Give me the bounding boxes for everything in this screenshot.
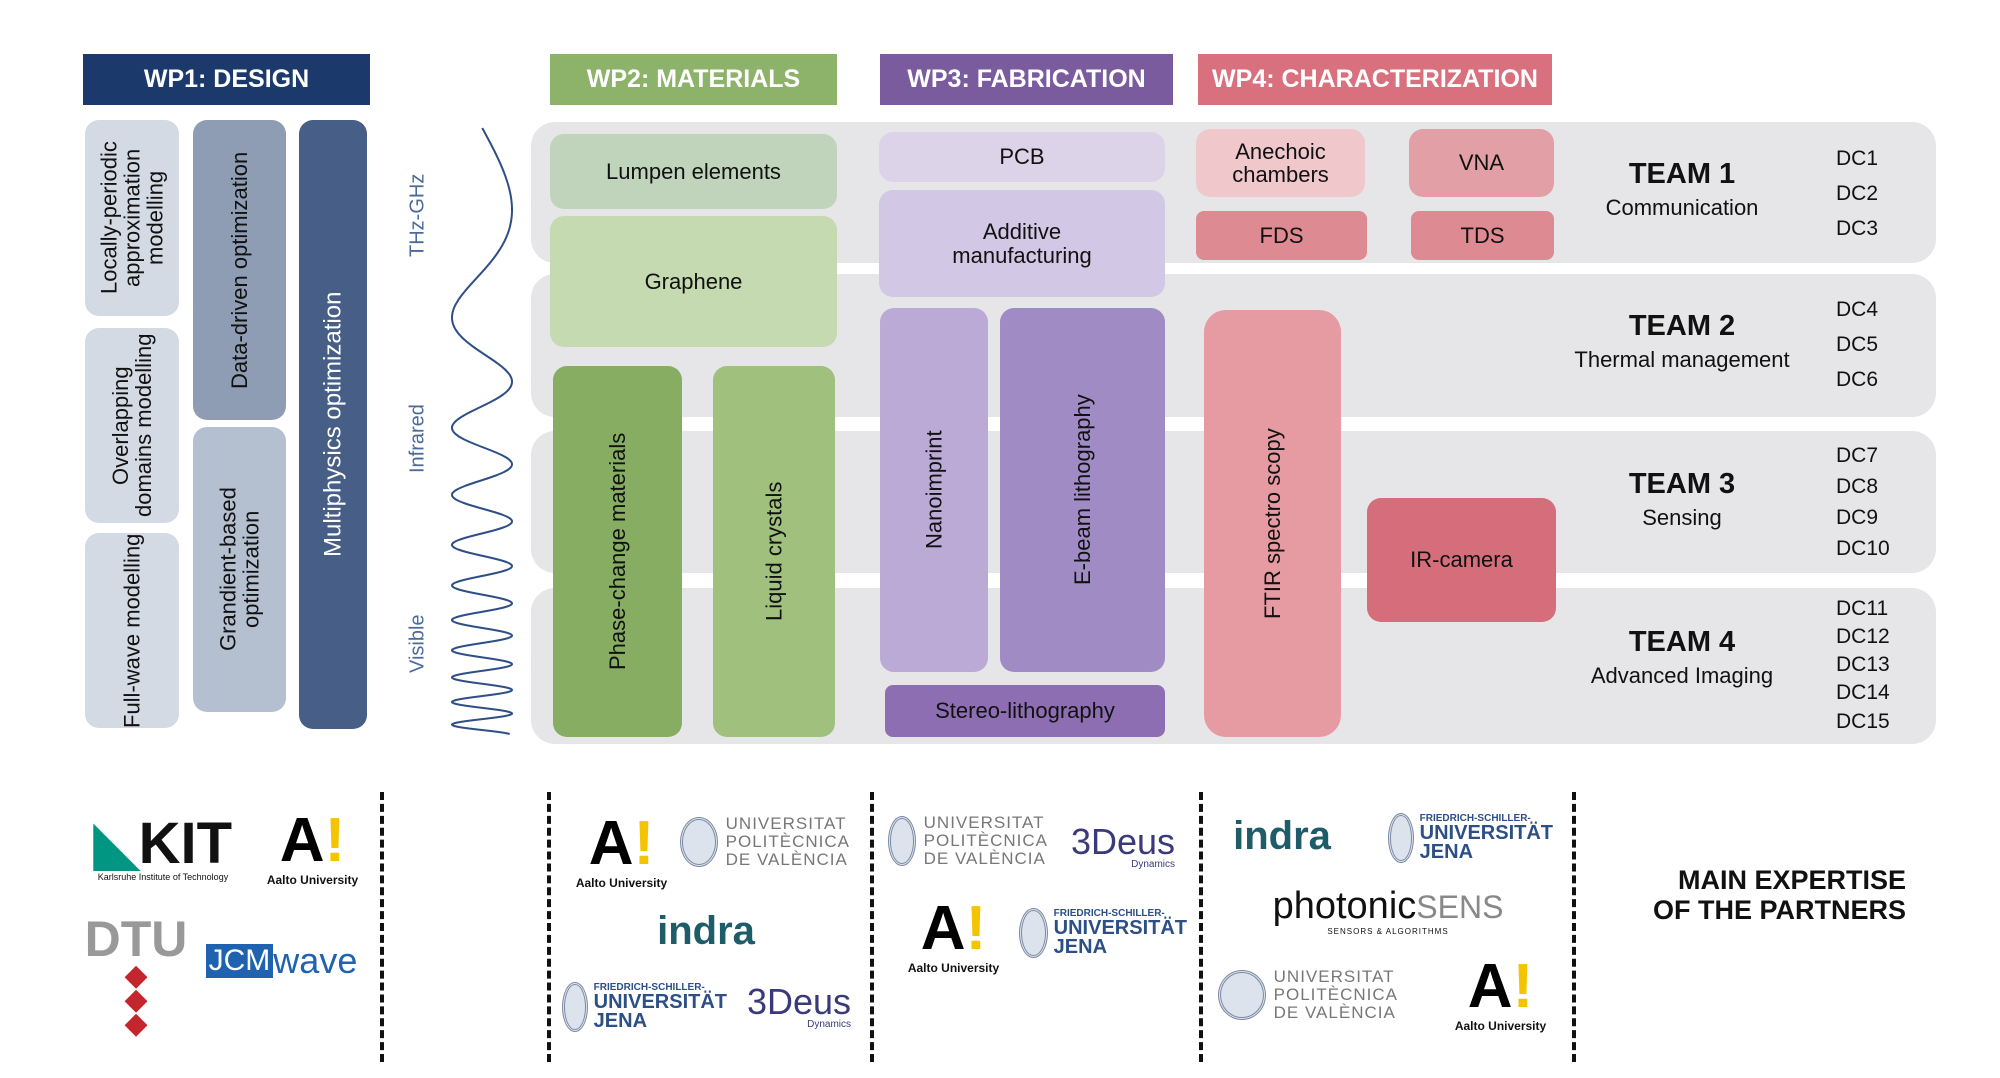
dc-label: DC3: [1836, 217, 1879, 240]
graphene-box: Graphene: [550, 216, 837, 347]
dc-label: DC1: [1836, 147, 1879, 170]
nanoimprint-box: Nanoimprint: [880, 308, 988, 672]
ir-camera-box: IR-camera: [1367, 498, 1556, 622]
dc-label: DC6: [1836, 368, 1879, 391]
wp2-header: WP2: MATERIALS: [550, 54, 837, 105]
visible-label: Visible: [406, 614, 429, 674]
dc-label: DC7: [1836, 444, 1879, 467]
divider: [1199, 792, 1203, 1062]
aalto-logo: A!Aalto University: [1454, 952, 1547, 1033]
indra-logo: indra: [657, 909, 755, 953]
dc-label: DC15: [1836, 710, 1890, 733]
infrared-label: Infrared: [406, 404, 429, 474]
dtu-logo: DTU ◆◆◆: [84, 911, 188, 1040]
multiphysics-box: Multiphysics optimization: [299, 120, 367, 729]
dc-label: DC8: [1836, 475, 1879, 498]
label: Multiphysics optimization: [319, 291, 347, 558]
divider: [1572, 792, 1576, 1062]
pcb-box: PCB: [879, 132, 1165, 182]
divider: [547, 792, 551, 1062]
kit-logo: ◣KIT Karlsruhe Institute of Technology: [93, 810, 233, 882]
wave-icon: [450, 127, 514, 735]
anechoic-box: Anechoic chambers: [1196, 129, 1365, 197]
ftir-box: FTIR spectro scopy: [1204, 310, 1341, 737]
wp3-header: WP3: FABRICATION: [880, 54, 1173, 105]
aalto-logo: A!Aalto University: [575, 809, 668, 890]
thz-label: THz-GHz: [406, 173, 429, 257]
additive-manufacturing-box: Additive manufacturing: [879, 190, 1165, 297]
divider: [380, 792, 384, 1062]
aalto-logo: A!Aalto University: [266, 806, 359, 887]
gradient-based-box: Grandient-based optimization: [193, 427, 286, 712]
dc-label: DC11: [1836, 597, 1889, 620]
indra-logo: indra: [1233, 814, 1331, 858]
photonicsens-logo: photonicSENS SENSORS & ALGORITHMS: [1272, 884, 1504, 936]
label: Grandient-based optimization: [215, 487, 264, 652]
dc-label: DC5: [1836, 333, 1879, 356]
dc-label: DC9: [1836, 506, 1879, 529]
aalto-logo: A!Aalto University: [907, 894, 1000, 975]
wp1-header: WP1: DESIGN: [83, 54, 370, 105]
stereo-lithography-box: Stereo-lithography: [885, 685, 1165, 737]
data-driven-box: Data-driven optimization: [193, 120, 286, 420]
tds-box: TDS: [1411, 211, 1554, 260]
wp4-header: WP4: CHARACTERIZATION: [1198, 54, 1552, 105]
dc-label: DC13: [1836, 653, 1890, 676]
dc-label: DC2: [1836, 182, 1879, 205]
phase-change-box: Phase-change materials: [553, 366, 682, 737]
dc-label: DC4: [1836, 298, 1879, 321]
fds-box: FDS: [1196, 211, 1367, 260]
dc-label: DC12: [1836, 625, 1890, 648]
liquid-crystals-box: Liquid crystals: [713, 366, 835, 737]
dc-label: DC14: [1836, 681, 1890, 704]
e-beam-box: E-beam lithography: [1000, 308, 1165, 672]
lumpen-elements-box: Lumpen elements: [550, 134, 837, 209]
dc-label: DC10: [1836, 537, 1890, 560]
divider: [870, 792, 874, 1062]
vna-box: VNA: [1409, 129, 1554, 197]
